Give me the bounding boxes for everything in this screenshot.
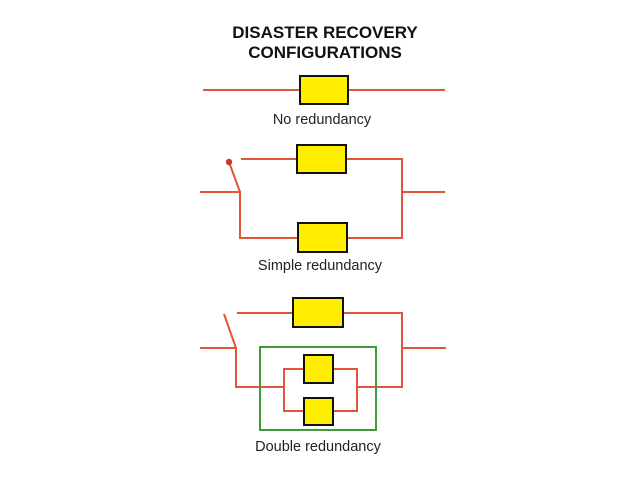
config-simple-redundancy: Simple redundancy: [200, 144, 445, 274]
diagram-title: DISASTER RECOVERY CONFIGURATIONS: [232, 23, 418, 62]
component-primary: [296, 144, 347, 174]
component-primary: [292, 297, 344, 328]
component-backup: [297, 222, 348, 253]
backup-group-frame: [259, 346, 377, 431]
caption-no-redundancy: No redundancy: [273, 112, 372, 128]
component-backup-a: [303, 354, 334, 384]
wire-inner-split-top: [283, 368, 304, 387]
title-line-2: CONFIGURATIONS: [248, 43, 402, 62]
wire-inner-join: [333, 368, 358, 412]
config-double-redundancy: Double redundancy: [200, 297, 446, 455]
wire-join: [346, 158, 403, 239]
component-primary: [299, 75, 349, 105]
component-backup-b: [303, 397, 334, 426]
config-no-redundancy: No redundancy: [203, 75, 445, 128]
wire-input-standby-path: [200, 191, 298, 239]
wire-input-standby-path: [200, 347, 284, 388]
title-line-1: DISASTER RECOVERY: [232, 23, 418, 42]
caption-simple-redundancy: Simple redundancy: [258, 258, 383, 274]
switch-blade: [223, 313, 237, 349]
caption-double-redundancy: Double redundancy: [255, 439, 382, 455]
wire-join: [343, 312, 403, 388]
wire-inner-split-bottom: [283, 387, 304, 412]
switch-blade: [228, 161, 241, 193]
switch-contact: [225, 158, 233, 166]
